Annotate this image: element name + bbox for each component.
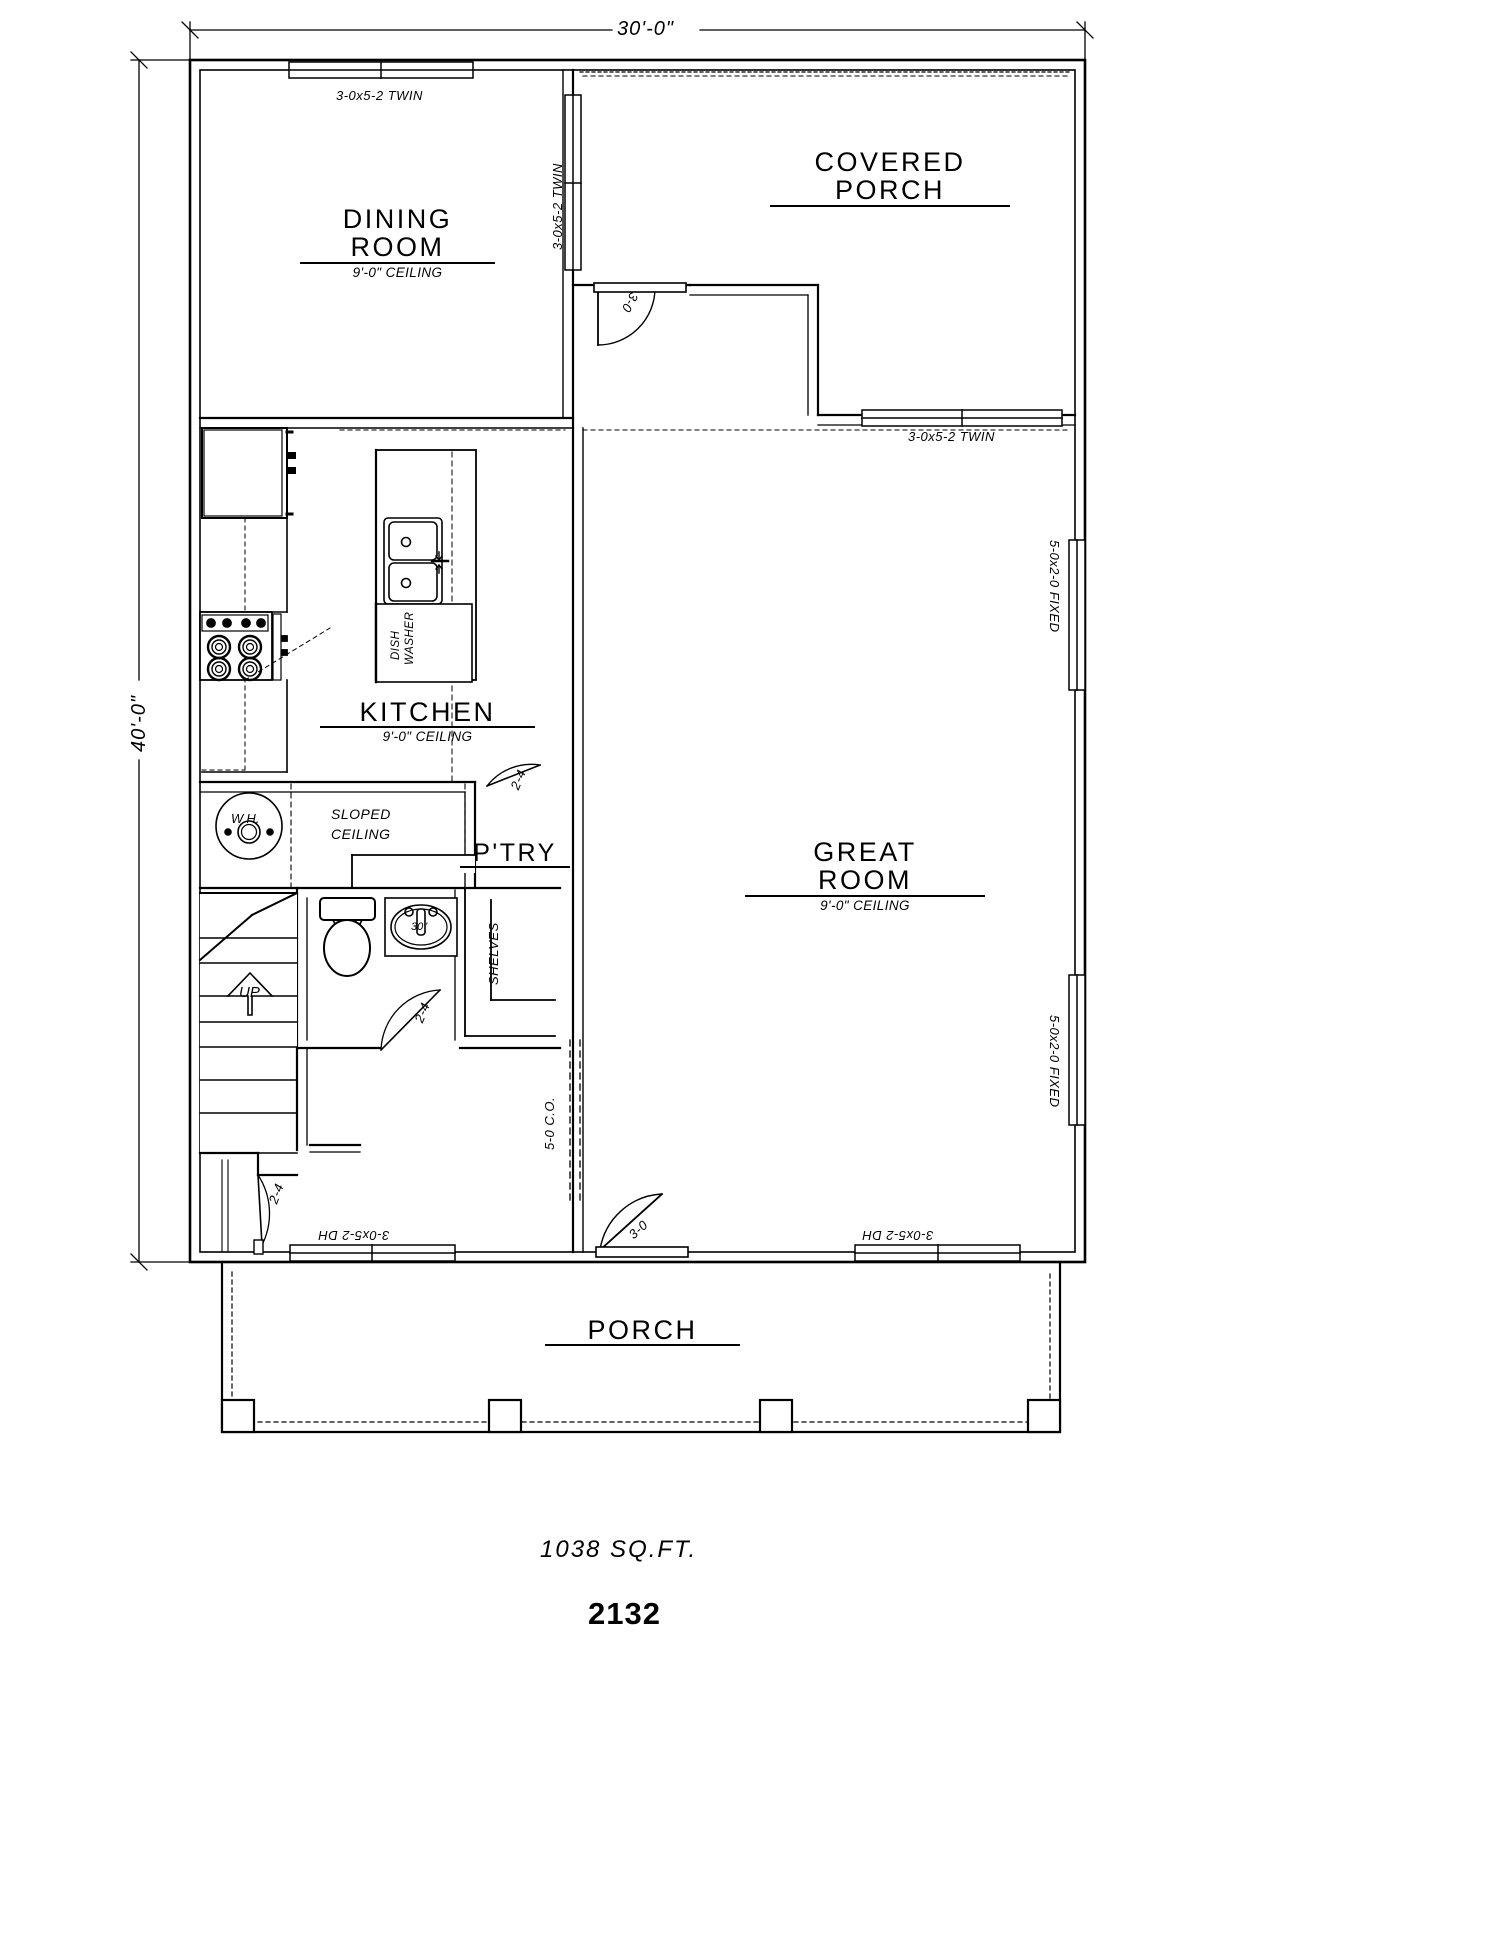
cased-opening [569,1039,581,1206]
window-label-great-lower: 5-0x2-0 FIXED [1047,1015,1062,1108]
lower-hall-walls [198,1046,362,1177]
dining-ceiling: 9'-0" CEILING [352,264,443,280]
sloped-ceiling-line1: SLOPED [331,806,391,822]
lavatory-size-label: 30" [411,921,428,933]
covered-porch-line1: COVERED [814,147,966,177]
great-room-line1: GREAT [813,837,917,867]
dimension-left-label: 40'-0" [128,695,150,752]
kitchen-line1: KITCHEN [320,698,535,729]
room-label-great-room: GREAT ROOM 9'-0" CEILING [745,838,985,915]
stair-up-label: UP [239,984,260,1001]
room-label-pantry: P'TRY [460,840,570,869]
window-dining-top [288,61,474,79]
dishwasher [374,602,473,684]
window-dining-right [564,94,582,271]
window-front-right [854,1244,1021,1262]
refrigerator [201,427,296,519]
sloped-ceiling-line2: CEILING [331,826,391,842]
water-heater [215,792,283,860]
water-heater-label: W.H. [231,811,260,826]
window-label-dining-right: 3-0x5-2 TWIN [550,163,565,250]
dishwasher-label-line1: DISH [390,630,402,660]
window-label-front-right: 3-0x5-2 DH [862,1228,934,1243]
shelves-label: SHELVES [486,922,501,985]
window-great-right-upper [1068,539,1086,691]
pantry-line1: P'TRY [460,840,570,869]
door-utility [253,1174,271,1255]
toilet [319,897,376,977]
room-label-kitchen: KITCHEN 9'-0" CEILING [320,698,535,746]
great-room-ceiling: 9'-0" CEILING [820,897,910,913]
lavatory [384,897,458,957]
dimension-top-label: 30'-0" [617,18,674,40]
room-label-covered-porch: COVERED PORCH [770,148,1010,207]
kitchen-ceiling: 9'-0" CEILING [382,729,473,745]
window-label-dining-top: 3-0x5-2 TWIN [336,88,423,103]
porch-line1: PORCH [545,1316,740,1347]
door-bath [379,988,442,1052]
kitchen-sink [383,517,450,605]
window-front-left [289,1244,456,1262]
door-label-cased-opening: 5-0 C.O. [542,1096,557,1150]
dimension-top [181,21,1094,63]
front-porch [220,1260,1062,1434]
upper-cabinet-dashed [201,517,246,771]
dishwasher-label-line2: WASHER [404,611,416,665]
window-label-great-upper: 5-0x2-0 FIXED [1047,540,1062,633]
window-covered-porch-bottom [861,409,1063,427]
covered-porch-walls [571,283,1077,426]
stairs [198,891,299,1154]
dining-line2: ROOM [300,233,495,264]
plan-number-label: 2132 [588,1596,661,1631]
great-room-line2: ROOM [745,866,985,897]
ceiling-break-line [339,75,1071,431]
window-label-covered-porch: 3-0x5-2 TWIN [908,429,995,444]
covered-porch-line2: PORCH [770,176,1010,207]
range-cooktop [199,611,288,682]
stair-up-arrow [226,971,274,1016]
dining-line1: DINING [342,204,453,234]
door-porch-entry [593,282,687,346]
door-front-entry [595,1192,689,1258]
window-great-right-lower [1068,974,1086,1126]
center-partition [571,426,584,1254]
pantry-shelves [351,854,556,1037]
dimension-left [130,51,191,1271]
window-label-front-left: 3-0x5-2 DH [318,1228,390,1243]
door-pantry [485,763,542,788]
room-label-porch: PORCH [545,1316,740,1347]
room-label-dining: DINING ROOM 9'-0" CEILING [300,205,495,282]
square-footage-label: 1038 SQ.FT. [540,1536,698,1563]
